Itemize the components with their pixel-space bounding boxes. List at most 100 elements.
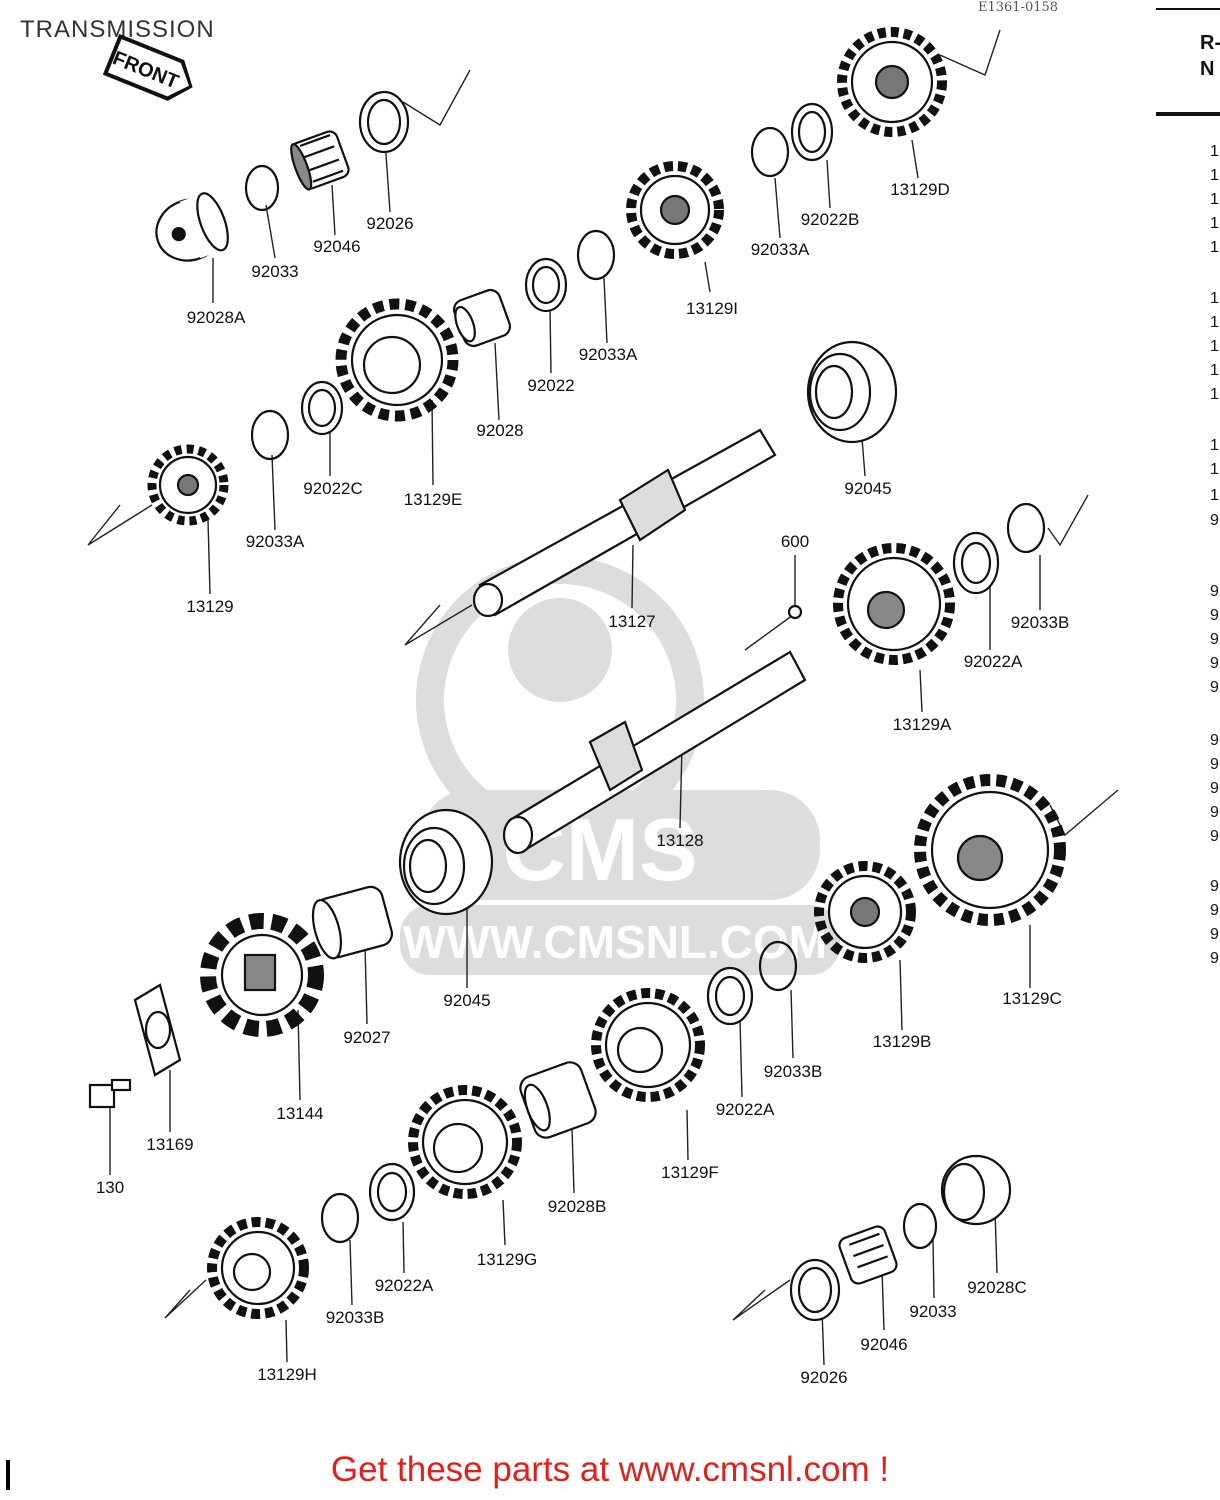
- part-label-92026[interactable]: 92026: [800, 1368, 848, 1387]
- table-row-stub: 1: [1210, 461, 1219, 478]
- part-label-92022a[interactable]: 92022A: [715, 1100, 775, 1119]
- part-label-13129i[interactable]: 13129I: [686, 299, 738, 318]
- table-row-stub: 9: [1210, 512, 1219, 529]
- ball-600: [787, 604, 803, 620]
- bolt-130: [88, 1078, 132, 1109]
- part-label-92022b[interactable]: 92022B: [800, 210, 860, 229]
- collar-92028C: [940, 1154, 1012, 1226]
- washer-92026: [358, 90, 410, 154]
- part-label-13129g[interactable]: 13129G: [476, 1250, 538, 1269]
- bearing-92045-low: [398, 808, 494, 916]
- table-row-stub: 1: [1210, 239, 1219, 256]
- part-label-92022[interactable]: 92022: [527, 376, 575, 395]
- part-label-92045[interactable]: 92045: [443, 991, 491, 1010]
- shaft-13127: [472, 428, 777, 618]
- leader-lines: [87, 29, 1119, 1366]
- table-row-stub: 1: [1210, 362, 1219, 379]
- table-row-stub: 9: [1210, 732, 1219, 749]
- part-label-92033a[interactable]: 92033A: [245, 532, 305, 551]
- part-label-13129h[interactable]: 13129H: [257, 1365, 317, 1384]
- part-label-13129f[interactable]: 13129F: [661, 1163, 719, 1182]
- part-label-92028[interactable]: 92028: [476, 421, 524, 440]
- part-label-92028a[interactable]: 92028A: [186, 308, 246, 327]
- table-row-stub: 1: [1210, 487, 1219, 504]
- table-row-stub: 9: [1210, 902, 1219, 919]
- part-label-92033[interactable]: 92033: [251, 262, 299, 281]
- gear-13129I: [626, 161, 724, 259]
- collar-92028A: [155, 192, 229, 262]
- table-row-stub: 1: [1210, 167, 1219, 184]
- part-label-13127[interactable]: 13127: [608, 612, 656, 631]
- needle-bearing-92046: [290, 130, 350, 191]
- part-label-92022a[interactable]: 92022A: [374, 1276, 434, 1295]
- bushing-92028B: [519, 1061, 597, 1139]
- part-label-92045[interactable]: 92045: [844, 479, 892, 498]
- part-label-13129e[interactable]: 13129E: [403, 490, 463, 509]
- circlip-92033B-mid: [758, 940, 798, 992]
- bushing-92028: [452, 288, 512, 348]
- parts-artwork: [88, 27, 1066, 1322]
- table-row-stub: 1: [1210, 191, 1219, 208]
- washer-92022A-top: [952, 531, 1000, 595]
- washer-92022C: [300, 380, 344, 436]
- table-heading-no: N: [1200, 58, 1215, 80]
- part-label-92028c[interactable]: 92028C: [967, 1278, 1027, 1297]
- part-label-92022c[interactable]: 92022C: [303, 479, 363, 498]
- table-rule-mid: [1156, 112, 1220, 116]
- diagram-code: E1361-0158: [978, 0, 1059, 15]
- table-row-stub: 9: [1210, 804, 1219, 821]
- circlip-92033A-top: [750, 126, 790, 178]
- table-row-stub: 1: [1210, 290, 1219, 307]
- part-label-92046[interactable]: 92046: [860, 1335, 908, 1354]
- table-heading-ref: R-: [1200, 32, 1220, 54]
- part-label-92033b[interactable]: 92033B: [1010, 613, 1070, 632]
- table-row-stub: 9: [1210, 607, 1219, 624]
- gear-13129A: [833, 543, 955, 665]
- part-label-13129d[interactable]: 13129D: [890, 180, 950, 199]
- part-label-92033a[interactable]: 92033A: [578, 345, 638, 364]
- part-label-92033b[interactable]: 92033B: [763, 1062, 823, 1081]
- washer-92022A-low: [368, 1162, 416, 1222]
- part-label-130[interactable]: 130: [95, 1178, 125, 1197]
- part-label-92033a[interactable]: 92033A: [750, 240, 810, 259]
- part-label-92033b[interactable]: 92033B: [325, 1308, 385, 1327]
- part-label-13169[interactable]: 13169: [146, 1135, 194, 1154]
- table-row-stub: 1: [1210, 437, 1219, 454]
- gear-13129B: [814, 861, 916, 963]
- part-label-92033[interactable]: 92033: [909, 1302, 957, 1321]
- gear-13129C: [914, 774, 1066, 926]
- part-label-92022a[interactable]: 92022A: [963, 652, 1023, 671]
- part-label-13144[interactable]: 13144: [276, 1104, 324, 1123]
- gear-13129H: [207, 1217, 309, 1319]
- table-row-stub: 9: [1210, 583, 1219, 600]
- circlip-92033: [244, 164, 280, 212]
- part-label-92027[interactable]: 92027: [343, 1028, 391, 1047]
- table-row-stub: 9: [1210, 655, 1219, 672]
- left-edge-bar: [6, 1460, 10, 1490]
- exploded-parts-diagram: CMS WWW.CMSNL.COM FRONT: [87, 27, 1119, 1366]
- table-row-stub: 1: [1210, 314, 1219, 331]
- footer-link[interactable]: Get these parts at www.cmsnl.com !: [330, 1450, 890, 1489]
- washer-92026-low: [789, 1258, 841, 1322]
- part-label-92026[interactable]: 92026: [366, 214, 414, 233]
- table-row-stub: 9: [1210, 950, 1219, 967]
- bearing-92045-top: [806, 340, 898, 444]
- part-label-600[interactable]: 600: [780, 532, 810, 551]
- part-label-13129a[interactable]: 13129A: [892, 715, 952, 734]
- watermark-url: WWW.CMSNL.COM: [403, 916, 827, 968]
- table-row-stub: 9: [1210, 679, 1219, 696]
- spacer-92027: [311, 885, 394, 960]
- part-label-13129c[interactable]: 13129C: [1002, 989, 1062, 1008]
- part-label-13129[interactable]: 13129: [186, 597, 234, 616]
- gear-13129F: [591, 988, 705, 1102]
- table-row-stub: 9: [1210, 878, 1219, 895]
- part-label-92028b[interactable]: 92028B: [547, 1197, 607, 1216]
- part-label-13129b[interactable]: 13129B: [872, 1032, 932, 1051]
- part-label-13128[interactable]: 13128: [656, 831, 704, 850]
- circlip-92033A-low: [250, 409, 290, 461]
- front-arrow-sign: FRONT: [102, 33, 193, 101]
- table-row-stub: 1: [1210, 386, 1219, 403]
- circlip-92033B-top: [1006, 502, 1046, 554]
- part-label-92046[interactable]: 92046: [313, 237, 361, 256]
